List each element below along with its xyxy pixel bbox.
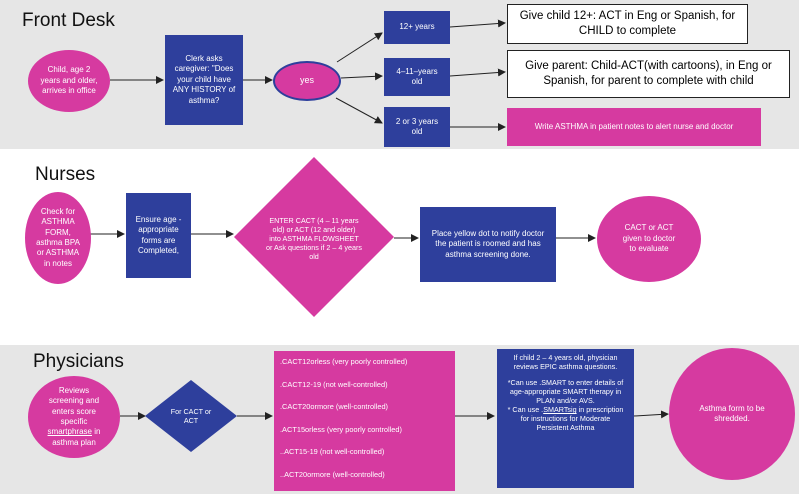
write-asthma-text: Write ASTHMA in patient notes to alert n… — [534, 121, 734, 131]
age-2-3-text: 2 or 3 years old — [395, 116, 439, 136]
yellow-dot-text: Place yellow dot to notify doctor the pa… — [431, 228, 545, 259]
epic-line-2: *Can use .SMART to enter details of age-… — [507, 378, 624, 405]
age-12-box: 12+ years — [384, 11, 450, 44]
cact-given-text: CACT or ACT given to doctor to evaluate — [622, 223, 676, 254]
shredded-circle: Asthma form to be shredded. — [669, 348, 795, 480]
for-cact-text: For CACT or ACT — [170, 407, 212, 425]
arrow-yes-to-2-3 — [335, 97, 383, 124]
arrow-12-to-child — [449, 19, 506, 28]
code-item: .CACT12orless (very poorly controlled) — [280, 357, 408, 366]
reviews-text-underlined: smartphrase — [47, 427, 92, 437]
code-item: ..ACT20ormore (well-controlled) — [280, 469, 385, 479]
yes-text: yes — [299, 75, 314, 86]
reviews-text: Reviews screening and enters score speci… — [42, 386, 106, 448]
age-2-3-box: 2 or 3 years old — [384, 107, 450, 147]
ensure-text: Ensure age - appropriate forms are Compl… — [135, 214, 182, 255]
epic-line-3-underlined: SMARTsig — [543, 405, 577, 414]
arrow-yes-to-12 — [336, 32, 383, 63]
child-arrives-circle: Child, age 2 years and older, arrives in… — [28, 50, 110, 112]
clerk-asks-box: Clerk asks caregiver: "Does your child h… — [165, 35, 243, 125]
enter-cact-text: ENTER CACT (4 – 11 years old) or ACT (12… — [266, 215, 362, 261]
epic-line-1: If child 2 – 4 years old, physician revi… — [513, 353, 618, 371]
give-child-text: Give child 12+: ACT in Eng or Spanish, f… — [519, 10, 736, 37]
give-parent-text: Give parent: Child-ACT(with cartoons), i… — [525, 60, 772, 87]
epic-line-3-pre: * Can use . — [507, 405, 544, 414]
reviews-text-pre: Reviews screening and enters score speci… — [48, 385, 100, 426]
for-cact-diamond — [145, 380, 237, 452]
shredded-text: Asthma form to be shredded. — [699, 403, 765, 423]
give-parent-box: Give parent: Child-ACT(with cartoons), i… — [507, 50, 790, 98]
epic-line-3-post: in prescription for instructions for Mod… — [520, 405, 624, 432]
child-arrives-text: Child, age 2 years and older, arrives in… — [40, 65, 98, 96]
codes-box: .CACT12orless (very poorly controlled) .… — [274, 351, 455, 491]
check-circle: Check for ASTHMA FORM, asthma BPA or AST… — [25, 192, 91, 284]
clerk-asks-text: Clerk asks caregiver: "Does your child h… — [172, 54, 236, 105]
code-item: .CACT20ormore (well-controlled) — [280, 402, 389, 411]
yes-oval: yes — [273, 61, 341, 101]
yellow-dot-box: Place yellow dot to notify doctor the pa… — [420, 207, 556, 282]
write-asthma-box: Write ASTHMA in patient notes to alert n… — [507, 108, 761, 146]
lane-title-front-desk: Front Desk — [22, 10, 115, 31]
code-item: ..ACT15-19 (not well-controlled) — [280, 447, 385, 456]
lane-title-physicians: Physicians — [33, 351, 124, 372]
reviews-text-post: in asthma plan — [52, 427, 101, 447]
age-4-11-box: 4–11–years old — [384, 58, 450, 96]
enter-cact-diamond — [234, 157, 394, 317]
arrow-yes-to-4-11 — [340, 72, 383, 81]
arrow-epic-to-shredded — [633, 410, 669, 419]
arrow-4-11-to-parent — [449, 68, 506, 77]
epic-line-3: * Can use .SMARTsig in prescription for … — [505, 405, 626, 432]
lane-title-nurses: Nurses — [35, 164, 96, 185]
epic-box: If child 2 – 4 years old, physician revi… — [497, 349, 634, 488]
ensure-box: Ensure age - appropriate forms are Compl… — [126, 193, 191, 278]
code-item: .ACT15orless (very poorly controlled) — [280, 424, 402, 434]
reviews-circle: Reviews screening and enters score speci… — [28, 376, 120, 458]
give-child-box: Give child 12+: ACT in Eng or Spanish, f… — [507, 4, 748, 44]
check-text: Check for ASTHMA FORM, asthma BPA or AST… — [36, 206, 80, 268]
code-item: .CACT12-19 (not well-controlled) — [280, 379, 388, 389]
age-4-11-text: 4–11–years old — [396, 66, 438, 86]
cact-given-circle: CACT or ACT given to doctor to evaluate — [597, 196, 701, 282]
age-12-text: 12+ years — [399, 22, 435, 32]
